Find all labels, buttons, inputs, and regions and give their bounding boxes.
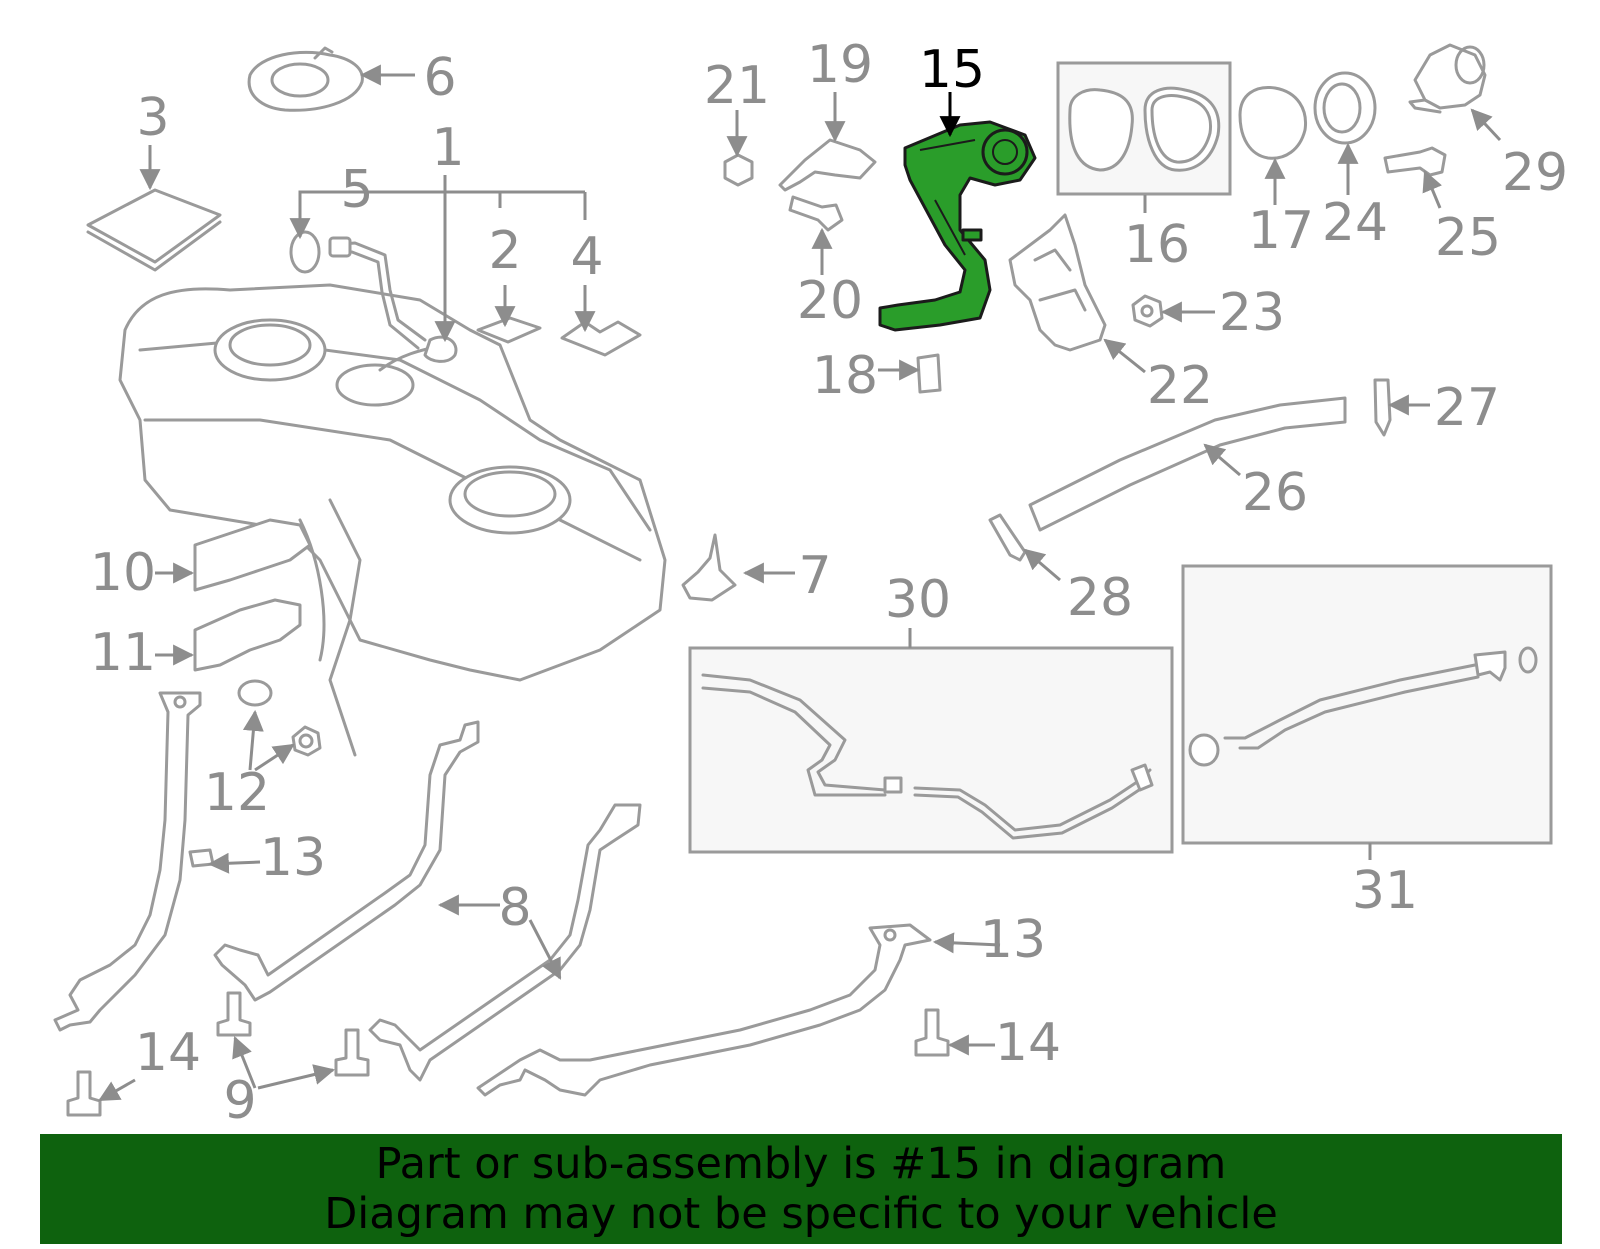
- callout-29: 29: [1502, 143, 1568, 203]
- part-4-pad: [560, 320, 642, 357]
- callout-24: 24: [1322, 193, 1388, 253]
- part-31-hose: [1188, 646, 1538, 767]
- part-31-box: [1181, 564, 1553, 845]
- part-29-cap: [1408, 43, 1487, 114]
- part-30-box: [688, 646, 1174, 854]
- banner-line-2: Diagram may not be specific to your vehi…: [324, 1189, 1278, 1239]
- callout-10: 10: [90, 543, 156, 603]
- part-7-bracket: [681, 533, 737, 602]
- callout-1: 1: [431, 118, 464, 178]
- callout-18: 18: [812, 346, 878, 406]
- callout-14b: 14: [995, 1013, 1061, 1073]
- callout-5: 5: [340, 160, 373, 220]
- callout-14a: 14: [135, 1023, 201, 1083]
- part-30-pipe: [701, 673, 1154, 840]
- part-5-hose: [289, 230, 427, 350]
- part-25-bolt: [1383, 146, 1447, 177]
- part-12-grommet: [237, 679, 322, 757]
- part-3-pad: [86, 188, 222, 264]
- callout-13a: 13: [260, 828, 326, 888]
- callout-31: 31: [1352, 861, 1418, 921]
- callout-4: 4: [570, 227, 603, 287]
- info-banner: Part or sub-assembly is #15 in diagram D…: [40, 1134, 1562, 1244]
- part-11-strap: [193, 598, 302, 672]
- part-17-seal: [1238, 85, 1308, 160]
- part-27-clip: [1373, 378, 1392, 437]
- part-24-ring: [1313, 71, 1377, 145]
- part-8-straps: [213, 720, 642, 1082]
- part-10-strap: [193, 518, 312, 592]
- callout-6: 6: [423, 48, 456, 108]
- callout-20: 20: [797, 271, 863, 331]
- callout-2: 2: [488, 221, 521, 281]
- callout-27: 27: [1434, 378, 1500, 438]
- callout-30: 30: [885, 570, 951, 630]
- part-28-clamp: [988, 513, 1027, 562]
- part-6-cover: [247, 46, 364, 112]
- callout-19: 19: [807, 35, 873, 95]
- callout-7: 7: [798, 546, 831, 606]
- strap-left: [53, 691, 215, 1032]
- callout-13b: 13: [980, 910, 1046, 970]
- part-23-nut: [1131, 294, 1164, 328]
- callout-15: 15: [919, 40, 985, 100]
- callout-16: 16: [1124, 215, 1190, 275]
- fuel-tank-part: [118, 283, 667, 757]
- callout-28: 28: [1067, 568, 1133, 628]
- callout-11: 11: [90, 623, 156, 683]
- part-20-bolt: [788, 195, 844, 232]
- banner-line-1: Part or sub-assembly is #15 in diagram: [375, 1139, 1227, 1189]
- callout-23: 23: [1219, 283, 1285, 343]
- bolt-group: [66, 991, 950, 1117]
- callout-25: 25: [1435, 208, 1501, 268]
- part-16-seals: [1068, 86, 1221, 172]
- callout-3: 3: [136, 88, 169, 148]
- callout-labels: 1 2 3 4 5 6 7 8 9 10 11 12 13 13 14 14 1…: [90, 35, 1568, 1131]
- callout-22: 22: [1147, 356, 1213, 416]
- callout-9: 9: [223, 1071, 256, 1131]
- part-21-nut: [723, 153, 754, 187]
- callout-12: 12: [204, 763, 270, 823]
- callout-21: 21: [704, 56, 770, 116]
- part-22-bracket: [1008, 213, 1107, 352]
- part-18-clip: [916, 353, 942, 394]
- part-26-hose: [1028, 396, 1347, 532]
- callout-8: 8: [498, 878, 531, 938]
- callout-17: 17: [1248, 201, 1314, 261]
- leader-lines: [98, 64, 1502, 1102]
- callout-26: 26: [1242, 463, 1308, 523]
- part-15-filler-pipe: [878, 120, 1037, 332]
- strap-right: [476, 923, 932, 1097]
- part-19-bracket: [778, 138, 877, 192]
